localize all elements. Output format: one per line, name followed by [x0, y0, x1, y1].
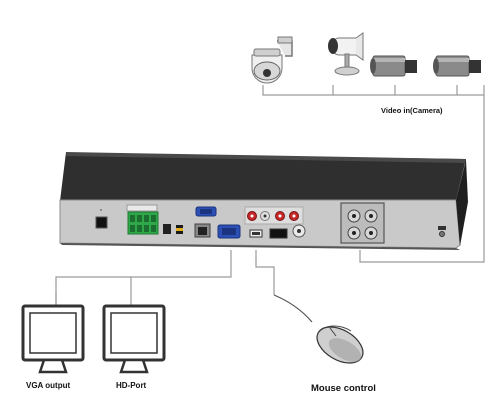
monitor-icon [21, 304, 85, 374]
hd-port-label: HD-Port [116, 381, 147, 390]
camera-to-dvr-line [359, 95, 485, 263]
box-camera-icon [433, 55, 481, 77]
mouse-icon [273, 294, 364, 364]
dome-ptz-camera-icon [251, 36, 293, 84]
mouse-line [255, 250, 275, 295]
alarm-terminal-block [126, 204, 158, 212]
bullet-camera-icon [328, 32, 364, 76]
hdmi-port [269, 228, 288, 239]
camera-bus-line [262, 85, 485, 96]
dc-power-jack [163, 224, 171, 234]
ground-screw [439, 231, 445, 237]
power-switch [95, 216, 108, 229]
monitor-icon [102, 304, 166, 374]
video-input-bnc-group [340, 202, 385, 244]
dvr-top-surface [60, 152, 466, 201]
box-camera-icon [370, 55, 417, 77]
vga-output-label: VGA output [26, 381, 70, 390]
mouse-control-label: Mouse control [311, 383, 376, 394]
video-in-label: Video in(Camera) [381, 106, 443, 115]
connection-lines [55, 85, 485, 305]
dvr-recorder-icon [59, 152, 468, 250]
audio-rca-ports [244, 206, 304, 225]
monitor-branch-line [55, 250, 232, 305]
